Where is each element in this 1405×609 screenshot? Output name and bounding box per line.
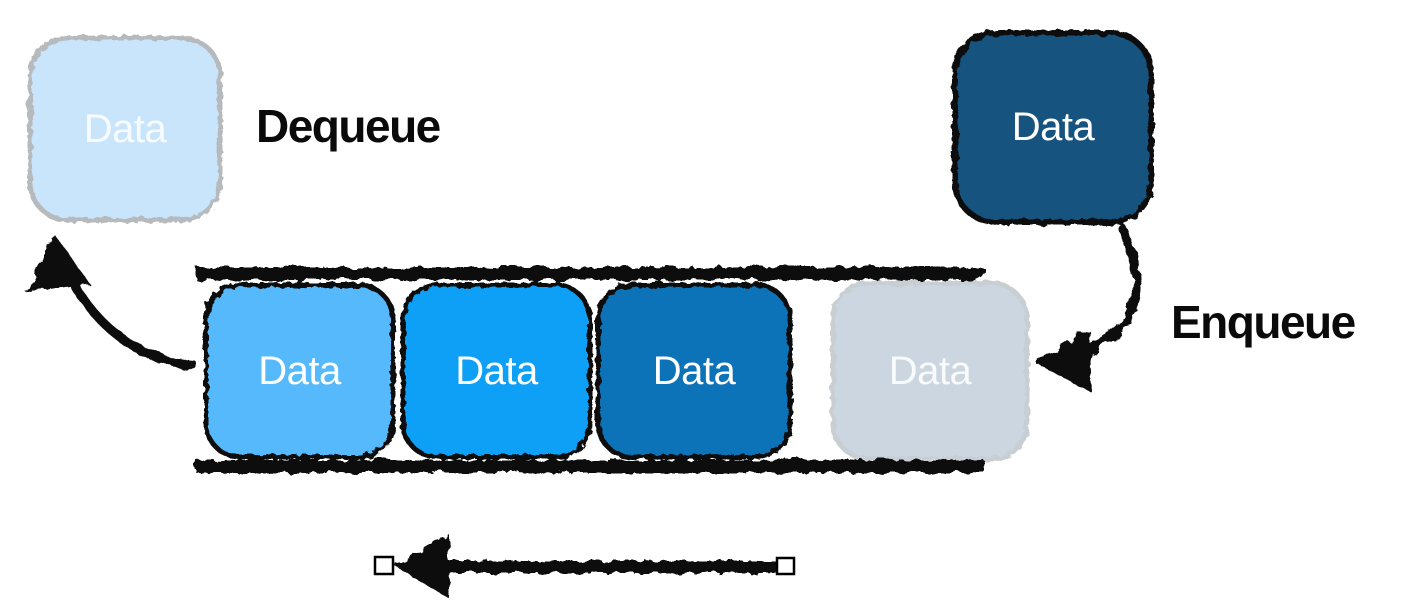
dequeue-label: Dequeue	[256, 100, 441, 152]
direction-arrowhead-icon	[394, 534, 449, 598]
enqueue-label: Enqueue	[1171, 296, 1356, 348]
enqueue-arrowhead-icon	[1034, 329, 1092, 393]
dequeued-item-box	[27, 35, 223, 223]
queue-item-box-2	[400, 282, 593, 460]
arrow-endpoint-handle-left[interactable]	[373, 555, 395, 576]
left-arrow-icon	[440, 561, 778, 573]
arrow-endpoint-handle-right[interactable]	[775, 556, 796, 576]
queue-bottom-rail	[196, 460, 984, 473]
incoming-item-box	[952, 30, 1154, 225]
queue-item-box-3	[595, 282, 793, 460]
queue-top-rail	[196, 267, 984, 280]
curved-arrow-down-left-icon	[1053, 223, 1142, 362]
queue-slot-box	[830, 280, 1030, 462]
dequeue-arrowhead-icon	[25, 235, 90, 292]
queue-item-box-1	[203, 282, 396, 460]
